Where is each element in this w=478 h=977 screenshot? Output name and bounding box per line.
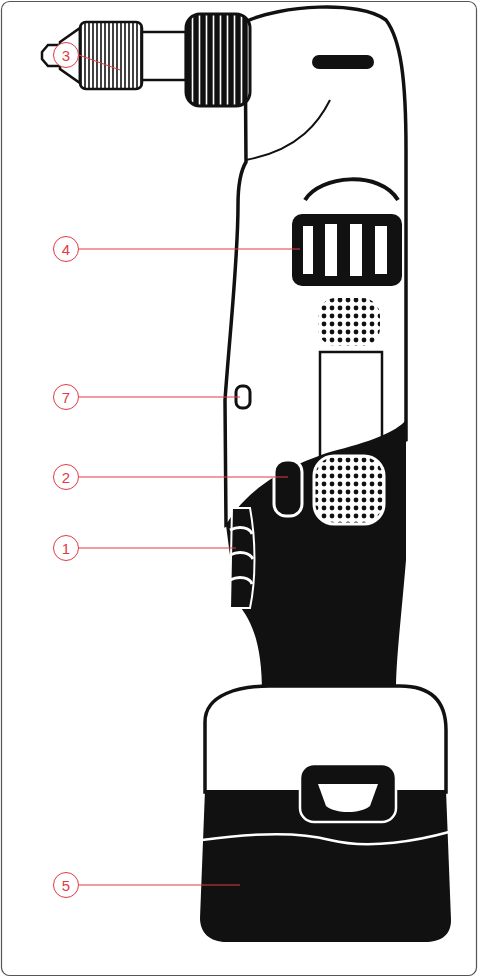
callout-number: 7	[62, 390, 70, 405]
callout-number: 4	[62, 242, 70, 257]
chuck-sleeve	[80, 22, 142, 89]
chuck-ring	[186, 14, 250, 106]
callout-circle: 1	[53, 535, 79, 561]
vent-grid	[314, 456, 384, 524]
trigger	[230, 508, 255, 608]
battery-line	[202, 832, 449, 844]
battery-latch	[300, 764, 396, 822]
leader-line	[79, 249, 300, 250]
body-line	[246, 100, 330, 160]
callout-number: 2	[62, 470, 70, 485]
callout-number: 3	[62, 48, 70, 63]
latch-grip	[318, 784, 378, 812]
wheel-slot	[325, 224, 337, 276]
direction-button	[274, 460, 302, 516]
vent-grid	[318, 298, 380, 346]
leader-line	[79, 885, 240, 886]
wheel-slot	[350, 224, 362, 276]
wheel-slot	[303, 226, 313, 274]
wheel-guard	[305, 179, 398, 200]
leader-lines	[79, 55, 300, 885]
callout-circle: 2	[53, 464, 79, 490]
chuck-neck	[142, 32, 186, 80]
leader-line	[79, 477, 288, 478]
leader-line	[79, 397, 240, 398]
callout-circle: 7	[53, 384, 79, 410]
callout-number: 5	[62, 878, 70, 893]
grip	[226, 420, 406, 692]
leader-line	[79, 55, 120, 70]
callout-circle: 3	[53, 42, 79, 68]
head-slot	[312, 55, 374, 69]
callout-number: 1	[62, 541, 70, 556]
wheel-slot	[375, 226, 387, 274]
trigger-ridges	[230, 527, 253, 584]
callout-circle: 5	[53, 872, 79, 898]
callout-circle: 4	[53, 236, 79, 262]
speed-wheel	[292, 214, 402, 286]
leader-line	[79, 548, 236, 549]
